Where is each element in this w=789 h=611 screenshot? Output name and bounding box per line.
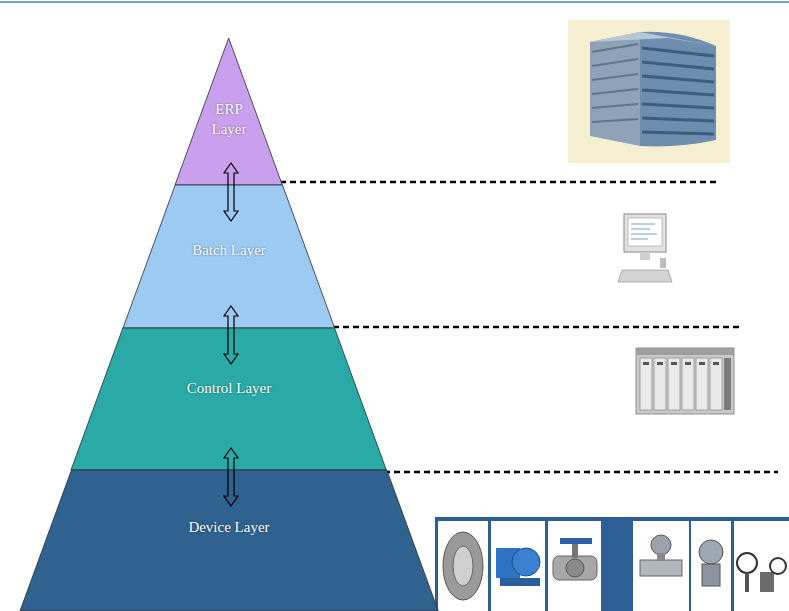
band-shape xyxy=(20,470,438,611)
layer-label: Control Layer xyxy=(187,378,272,398)
layer-band: Batch Layer xyxy=(123,185,335,328)
layer-label: Batch Layer xyxy=(192,240,266,260)
band-shape xyxy=(71,328,386,470)
layer-label: Device Layer xyxy=(188,517,269,537)
layer-label: ERP Layer xyxy=(201,99,257,139)
top-rule xyxy=(0,1,789,3)
field-device-photos xyxy=(435,517,789,611)
layer-band: Control Layer xyxy=(71,328,386,470)
layer-band: Device Layer xyxy=(20,470,438,611)
plc-rack-icon xyxy=(636,348,734,414)
office-building-icon xyxy=(568,20,730,163)
computer-icon xyxy=(618,214,672,282)
layer-band: ERP Layer xyxy=(175,38,282,185)
